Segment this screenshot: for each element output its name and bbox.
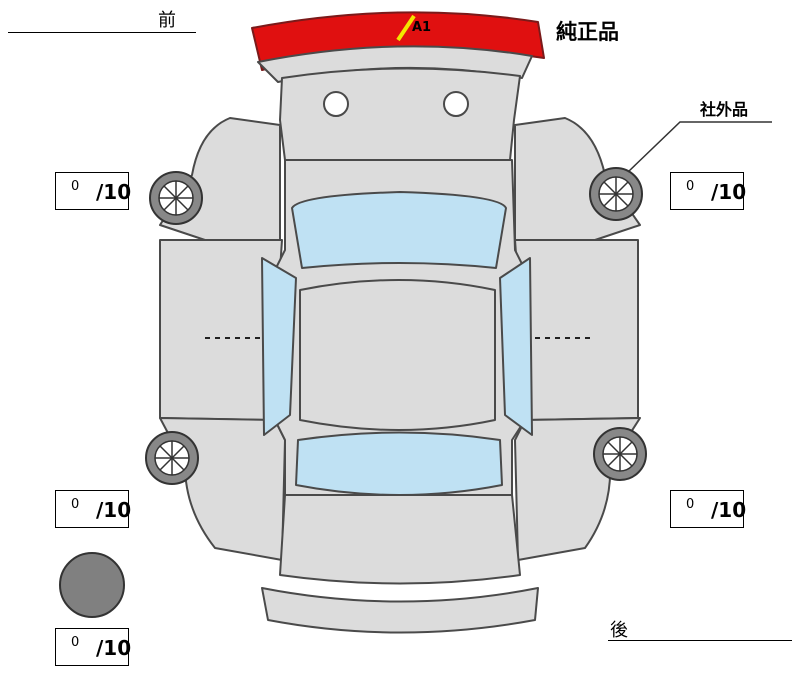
tread-denominator: /10: [96, 180, 132, 204]
tire-tread-rear-left: 0 /10: [55, 490, 132, 528]
rear-window: [295, 431, 503, 496]
front-label: 前: [158, 10, 176, 31]
wheel-front-right: [589, 167, 643, 221]
tread-value: 0: [71, 179, 80, 194]
hood: [279, 67, 521, 161]
front-rule: [8, 32, 196, 33]
tread-denominator: /10: [96, 498, 132, 522]
side-window-right: [499, 257, 533, 436]
wheel-rear-right: [593, 427, 647, 481]
side-window-left: [261, 257, 297, 436]
wheel-front-left: [149, 171, 203, 225]
damage-mark: [396, 14, 416, 42]
trunk: [279, 494, 521, 585]
aftermarket-part-label: 社外品: [700, 100, 749, 119]
tire-tread-rear-right: 0 /10: [670, 490, 747, 528]
damage-code-label: A1: [412, 20, 432, 35]
windshield: [291, 191, 507, 269]
tire-tread-spare: 0 /10: [55, 628, 132, 666]
rear-bumper: [261, 587, 539, 634]
tread-value: 0: [71, 635, 80, 650]
aftermarket-pointer: [627, 121, 772, 173]
rear-label: 後: [610, 620, 628, 641]
rear-rule: [608, 640, 792, 641]
headlight-left: [323, 91, 349, 117]
tread-value: 0: [71, 497, 80, 512]
wheel-rear-left: [145, 431, 199, 485]
genuine-part-label: 純正品: [556, 20, 619, 44]
roof: [299, 279, 496, 431]
tread-value: 0: [686, 179, 695, 194]
tire-tread-front-left: 0 /10: [55, 172, 132, 210]
spare-tire: [59, 552, 125, 618]
headlight-right: [443, 91, 469, 117]
door-right: [514, 239, 639, 421]
tread-value: 0: [686, 497, 695, 512]
tread-denominator: /10: [711, 498, 747, 522]
tread-denominator: /10: [96, 636, 132, 660]
tread-denominator: /10: [711, 180, 747, 204]
tire-tread-front-right: 0 /10: [670, 172, 747, 210]
